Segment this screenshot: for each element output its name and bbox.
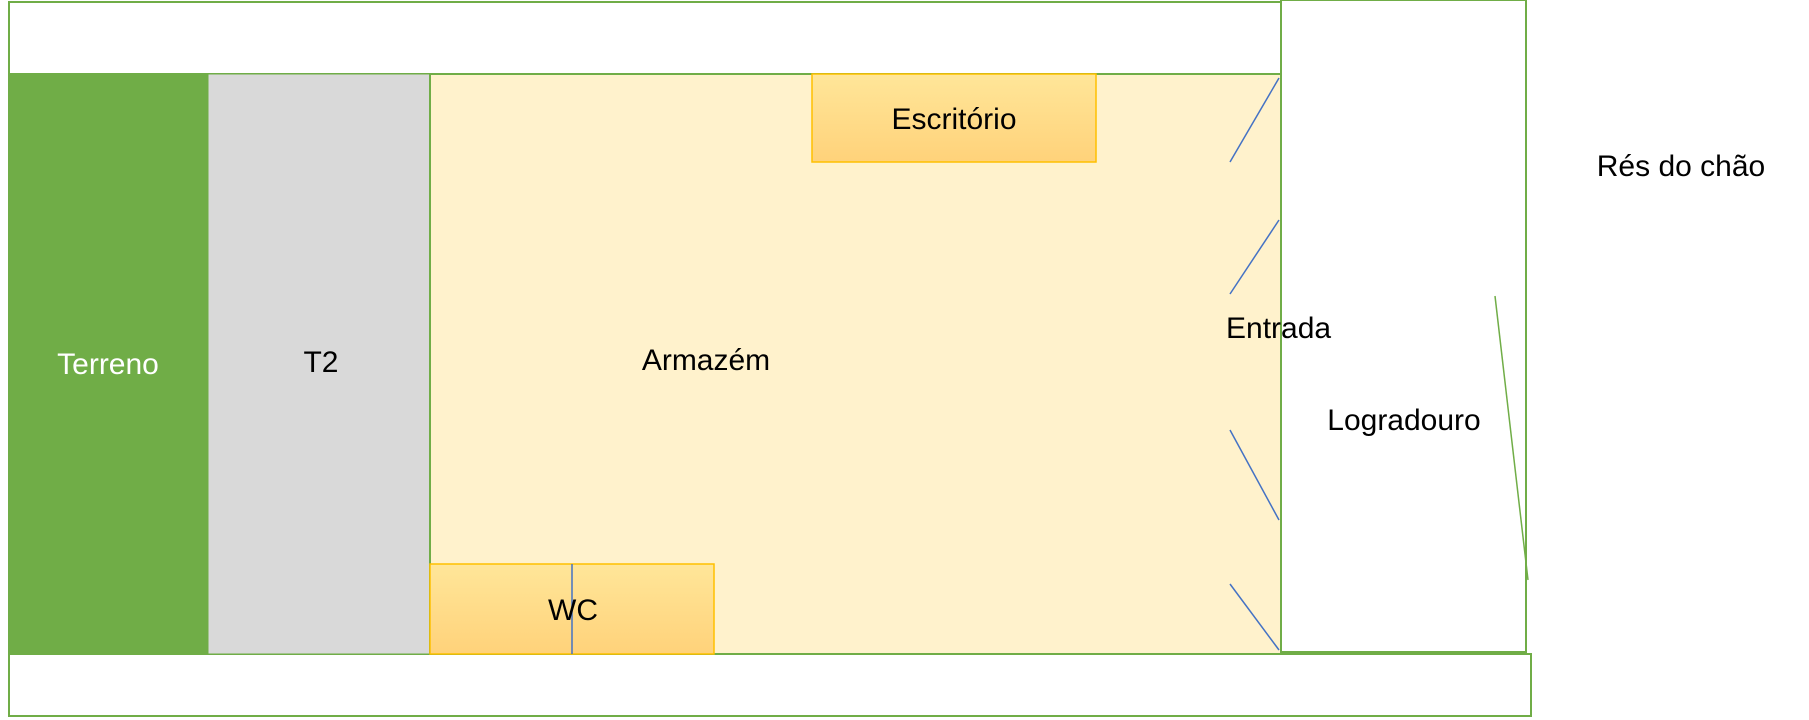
wc-label: WC [548, 594, 598, 627]
bottom-strip [8, 653, 1532, 717]
escritorio-label: Escritório [891, 103, 1016, 136]
logradouro-label: Logradouro [1327, 404, 1480, 437]
logradouro-area [1280, 0, 1527, 653]
entrada-label: Entrada [1226, 312, 1331, 345]
t2-label: T2 [303, 346, 338, 379]
top-strip [8, 1, 1282, 75]
door-swing-lines [1229, 77, 1280, 651]
armazem-label: Armazém [642, 344, 770, 377]
terreno-area [8, 73, 209, 655]
escritorio-room [811, 73, 1097, 163]
t2-area [207, 73, 431, 655]
armazem-area [429, 73, 1282, 655]
logradouro-diagonal-line [1494, 295, 1529, 581]
terreno-label: Terreno [57, 348, 159, 381]
floor-label: Rés do chão [1597, 150, 1765, 183]
